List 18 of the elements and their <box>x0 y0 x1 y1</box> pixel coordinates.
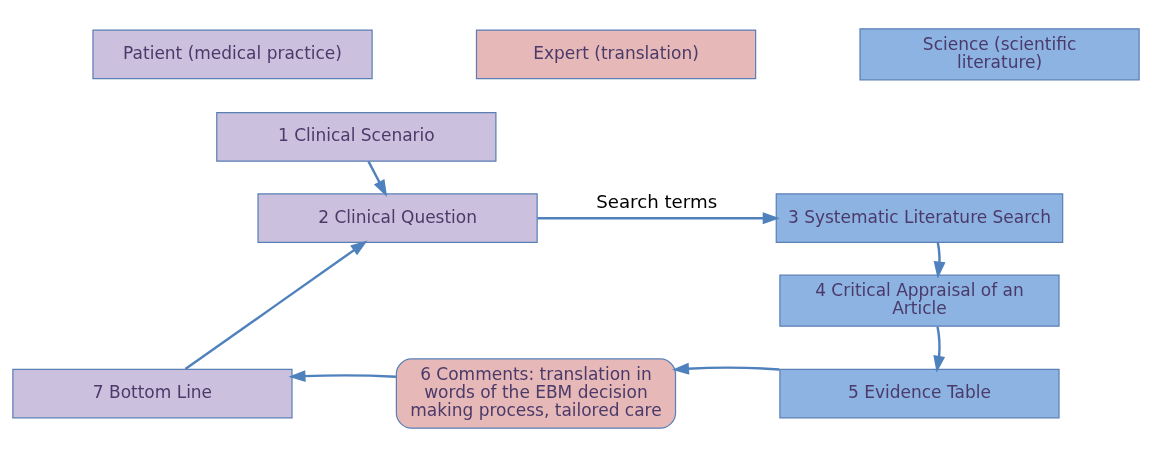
arrow <box>933 242 946 279</box>
arrow <box>672 362 780 375</box>
arrow <box>184 240 368 371</box>
node-box: 5 Evidence Table <box>779 368 1060 419</box>
arrow <box>537 212 780 225</box>
node-box: 4 Critical Appraisal of an Article <box>779 274 1060 327</box>
edge-label: Search terms <box>596 191 718 213</box>
node-box: 7 Bottom Line <box>12 368 293 419</box>
node-box: Patient (medical practice) <box>92 29 373 80</box>
node-box: Expert (translation) <box>475 29 757 80</box>
arrow <box>367 160 388 197</box>
node-box: 2 Clinical Question <box>257 193 538 244</box>
node-box: Science (scientific literature) <box>859 28 1140 81</box>
arrow <box>933 326 946 373</box>
node-box: 3 Systematic Literature Search <box>775 193 1064 244</box>
node-box: 1 Clinical Scenario <box>216 112 497 162</box>
node-box: 6 Comments: translation in words of the EBM decision making process, tailored care <box>395 358 677 429</box>
arrow <box>288 370 396 383</box>
